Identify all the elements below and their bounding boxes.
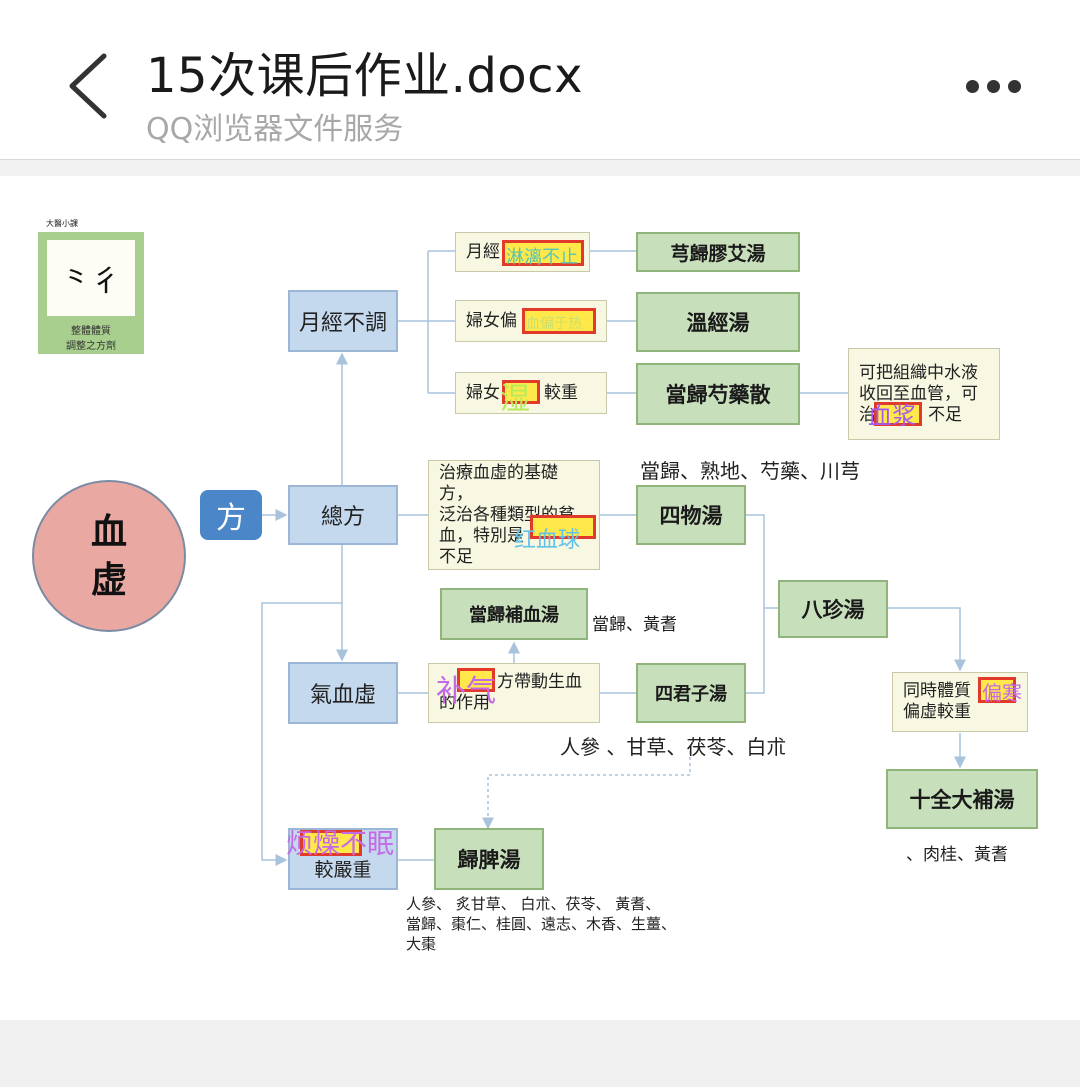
note-plasma: 可把組織中水液 收回至血管，可 治不足 [848,348,1000,440]
formula-label: 四君子湯 [655,684,727,705]
node-label: 總方 [320,505,365,530]
formula-danggui-buxue: 當歸補血湯 [440,588,588,640]
cond-text: 婦女 [466,382,500,403]
danggui-buxue-herbs: 當歸、黃耆 [592,615,677,635]
handwritten-pianhan: 偏寒 [982,681,1022,705]
fang-text: 方 [216,501,246,536]
handwritten-xuepian: 血偏于热 [526,316,582,332]
formula-wenjing: 溫經湯 [636,292,800,352]
note-line: 治不足 [859,404,962,425]
note-line: 方帶動生血 [497,672,582,692]
formula-label: 當歸芍藥散 [665,382,771,407]
formula-shiquan: 十全大補湯 [886,769,1038,829]
node-label: 月經不調 [298,311,387,336]
formula-label: 當歸補血湯 [469,605,559,626]
handwritten-xuejiang: 血浆 [868,402,916,430]
node-label: 較嚴重 [314,859,372,881]
formula-bazhen: 八珍湯 [778,580,888,638]
formula-label: 歸脾湯 [457,847,521,872]
node-yuejing-butiao: 月經不調 [288,290,398,352]
note-line: 的作用 [439,693,490,713]
main-topic-label: 血 虚 [90,511,127,601]
node-zongfang: 總方 [288,485,398,545]
note-line: 可把組織中水液 [859,362,978,383]
main-topic-circle: 血 虚 [32,480,186,632]
handwritten-hongxueqiu: 红血球 [514,528,581,553]
guipi-herbs-2: 當歸、棗仁、桂圓、遠志、木香、生薑、 [406,915,677,933]
note-line: 收回至血管，可 [859,383,978,404]
guipi-herbs-1: 人參、 炙甘草、 白朮、茯苓、 黃耆、 [406,895,661,913]
node-label: 氣血虛 [309,683,376,708]
guipi-herbs-3: 大棗 [406,935,437,953]
desc-base-formula: 治療血虛的基礎方， 泛治各種類型的貧 血，特別是 不足 [428,460,600,570]
logo-line-1: 整體體質 [71,326,111,337]
back-arrow-icon[interactable] [60,50,120,120]
formula-sijunzi: 四君子湯 [636,663,746,723]
formula-label: 芎歸膠艾湯 [670,242,766,265]
sijunzi-herbs: 人參 、甘草、茯苓、白朮 [560,735,787,759]
formula-label: 八珍湯 [801,597,865,622]
file-title: 15次课后作业.docx [146,48,583,104]
note-buqi: 方帶動生血 的作用 [428,663,600,723]
formula-dangguishaoyao: 當歸芍藥散 [636,363,800,425]
desc-line: 血，特別是 [439,525,524,546]
logo-caption: 大醫小課 [46,219,78,228]
brush-glyph-icon: ⺀⼻ [61,264,121,299]
desc-line: 治療血虛的基礎方， [439,462,558,504]
desc-line: 不足 [439,546,473,567]
cond-text-2: 較重 [544,382,578,403]
cond-shi: 婦女 較重 [455,372,607,414]
logo-badge: ⺀⼻ 整體體質 調整之方劑 [38,232,144,354]
node-qixuexu: 氣血虛 [288,662,398,724]
formula-label: 四物湯 [659,503,723,528]
app-header: 15次课后作业.docx QQ浏览器文件服务 [0,0,1080,160]
handwritten-buqi: 补气 [436,674,496,709]
note-line: 偏虛較重 [903,702,971,722]
cond-text: 月經 [466,241,500,262]
more-options-icon[interactable] [960,70,1040,104]
logo-line-2: 調整之方劑 [66,341,116,352]
fang-label: 方 [200,490,262,540]
formula-siwu: 四物湯 [636,485,746,545]
formula-xiongguijiaoai: 芎歸膠艾湯 [636,232,800,272]
formula-guipi: 歸脾湯 [434,828,544,890]
formula-label: 十全大補湯 [909,787,1015,812]
note-line: 同時體質 [903,681,971,701]
cond-text: 婦女偏 [466,310,517,331]
siwu-herbs: 當歸、熟地、芍藥、川芎 [640,459,860,483]
file-service-subtitle: QQ浏览器文件服务 [146,112,404,147]
top-divider [0,160,1080,176]
handwritten-fanzao: 烦燥不眠 [286,829,394,860]
bottom-bar [0,1020,1080,1087]
handwritten-linli: 淋漓不止 [506,247,578,268]
logo-art: ⺀⼻ [47,240,135,316]
handwritten-shi: 湿 [500,382,530,417]
formula-label: 溫經湯 [686,310,750,335]
shiquan-herbs: 、肉桂、黃耆 [906,845,1008,865]
